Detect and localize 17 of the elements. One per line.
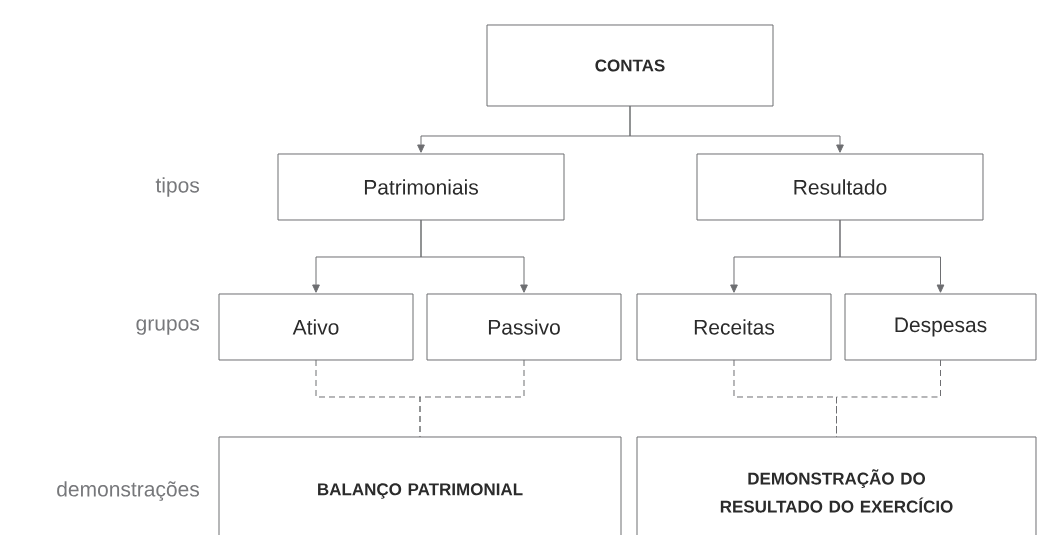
row-label: demonstrações [57, 481, 200, 501]
account-box: Patrimoniais [277, 153, 565, 221]
account-box: Resultado [696, 153, 984, 221]
statement-box: BALANÇO PATRIMONIAL [218, 436, 622, 535]
arrow [420, 219, 528, 293]
account-box: Passivo [426, 293, 622, 361]
dashed-connector [836, 359, 941, 438]
account-box: Despesas [844, 293, 1037, 361]
account-box: Receitas [636, 293, 832, 361]
arrow [629, 105, 844, 153]
arrow [839, 219, 945, 293]
account-box: CONTAS [486, 24, 774, 107]
row-label: grupos [136, 319, 200, 335]
statement-box: DEMONSTRAÇÃO DO RESULTADO DO EXERCÍCIO [636, 436, 1037, 535]
dashed-connector [419, 359, 525, 438]
row-label: tipos [155, 177, 200, 197]
account-box: Ativo [218, 293, 414, 361]
